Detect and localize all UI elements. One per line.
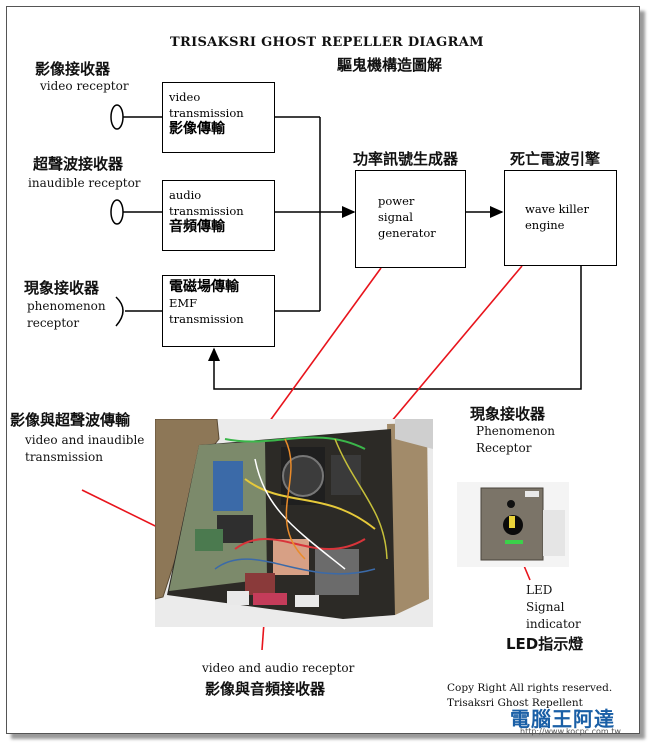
va-receptor-en: video and audio receptor: [202, 661, 355, 675]
title-zh: 驅鬼機構造圖解: [337, 56, 443, 74]
audio-tx-zh: 音頻傳輸: [169, 219, 225, 235]
audio-tx-en-1: audio: [169, 188, 202, 202]
emf-tx-en-1: EMF: [169, 296, 198, 310]
emf-tx-zh: 電磁場傳輸: [169, 279, 239, 295]
wave-killer-box: wave killer engine: [504, 170, 617, 266]
video-receptor-en: video receptor: [40, 79, 129, 93]
pheno-receptor-zh: 現象接收器: [470, 405, 546, 423]
va-receptor-zh: 影像與音頻接收器: [205, 680, 326, 698]
video-receptor-symbol: [110, 104, 124, 130]
emf-tx-en-2: transmission: [169, 312, 244, 326]
video-tx-en-2: transmission: [169, 106, 244, 120]
title-en: TRISAKSRI GHOST REPELLER DIAGRAM: [170, 35, 484, 50]
copyright-text: Copy Right All rights reserved.: [447, 682, 613, 694]
phenomenon-receptor-en-2: receptor: [27, 316, 80, 330]
led-en-2: Signal: [526, 600, 565, 614]
phenomenon-receptor-zh: 現象接收器: [24, 279, 100, 297]
power-generator-zh: 功率訊號生成器: [353, 150, 459, 168]
emf-transmission-box: 電磁場傳輸 EMF transmission: [162, 275, 275, 347]
led-en-3: indicator: [526, 617, 581, 631]
site-url: http://www.kocpc.com.tw: [520, 727, 621, 736]
feedback-loop: [208, 266, 582, 390]
pheno-receptor-en-1: Phenomenon: [476, 424, 556, 438]
video-receptor-zh: 影像接收器: [35, 60, 111, 78]
audio-transmission-box: audio transmission 音頻傳輸: [162, 180, 275, 251]
led-en-1: LED: [526, 583, 553, 597]
product-name: Trisaksri Ghost Repellent: [447, 697, 583, 709]
power-generator-box: power signal generator: [355, 170, 466, 268]
phenomenon-receptor-photo: [457, 482, 569, 567]
phenomenon-receptor-symbol: [115, 296, 124, 327]
power-gen-en-3: generator: [378, 226, 436, 240]
inaudible-receptor-zh: 超聲波接收器: [33, 155, 124, 173]
phenomenon-receptor-en-1: phenomenon: [27, 299, 106, 313]
vi-tx-en-1: video and inaudible: [25, 433, 145, 447]
wave-killer-zh: 死亡電波引擎: [510, 150, 601, 168]
inaudible-receptor-en: inaudible receptor: [28, 176, 141, 190]
led-zh: LED指示燈: [506, 635, 584, 653]
audio-tx-en-2: transmission: [169, 204, 244, 218]
wave-killer-en-2: engine: [525, 218, 565, 232]
wave-killer-en-1: wave killer: [525, 202, 589, 216]
video-tx-en-1: video: [169, 90, 201, 104]
site-logo: 電腦王阿達: [510, 707, 615, 731]
power-gen-en-1: power: [378, 194, 415, 208]
video-transmission-box: video transmission 影像傳輸: [162, 82, 275, 153]
video-tx-zh: 影像傳輸: [169, 121, 225, 137]
inaudible-receptor-symbol: [110, 199, 124, 225]
vi-tx-en-2: transmission: [25, 450, 103, 464]
device-photo: [155, 419, 433, 627]
vi-tx-zh: 影像與超聲波傳輸: [10, 411, 131, 429]
power-gen-en-2: signal: [378, 210, 413, 224]
pheno-receptor-en-2: Receptor: [476, 441, 532, 455]
